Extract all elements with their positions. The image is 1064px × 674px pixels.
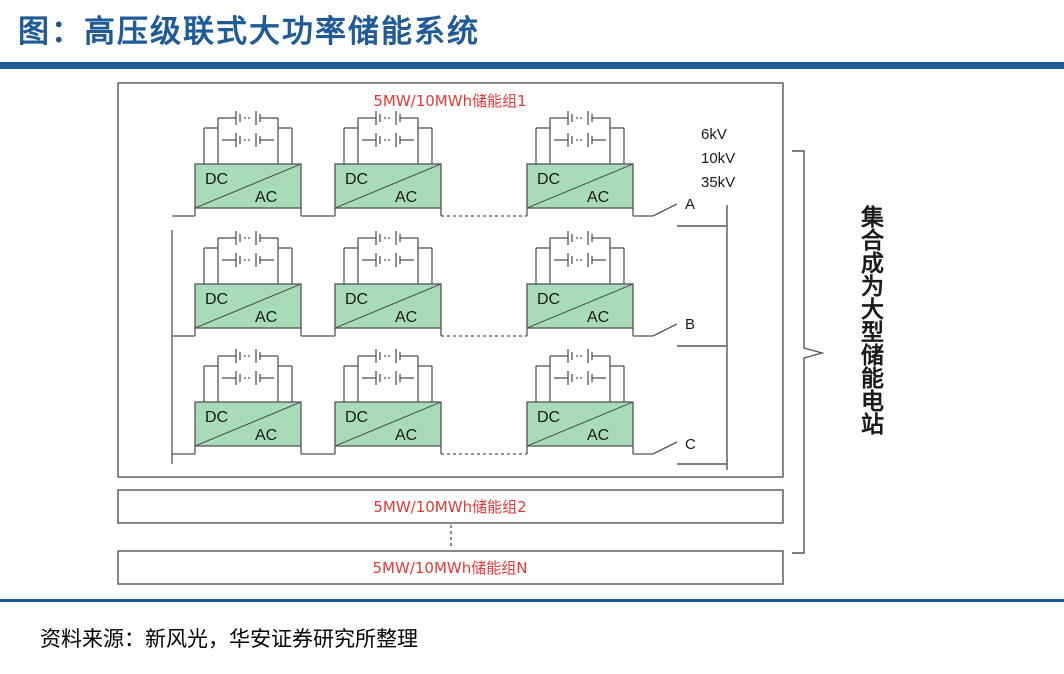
dc-ac-converter: DC AC [194,163,302,209]
dc-ac-converter: DC AC [526,163,634,209]
dc-label: DC [537,409,560,426]
ac-label: AC [255,189,277,206]
pcs-unit: DC AC [194,349,302,454]
ac-label: AC [255,427,277,444]
battery-string-icon [203,111,293,164]
dc-label: DC [537,291,560,308]
group-n-label: 5MW/10MWh储能组N [373,559,528,577]
dc-label: DC [345,171,368,188]
battery-string-icon [203,349,293,402]
bus-label-c: C [685,436,696,453]
voltage-label: 6kV [701,126,727,143]
voltage-label: 10kV [701,150,735,167]
dc-label: DC [345,409,368,426]
ac-label: AC [587,427,609,444]
pcs-unit: DC AC [334,111,442,216]
brace-bracket [792,150,825,554]
bus-label-a: A [685,196,695,213]
voltage-label-list: 6kV 10kV 35kV [701,126,735,191]
dc-ac-converter: DC AC [194,283,302,329]
dc-ac-converter: DC AC [526,283,634,329]
battery-string-icon [535,349,625,402]
pcs-row [172,203,678,217]
dc-ac-converter: DC AC [334,283,442,329]
battery-string-icon [203,231,293,284]
pcs-unit: DC AC [526,231,634,336]
dc-label: DC [345,291,368,308]
footer-divider [0,599,1064,602]
dc-ac-converter: DC AC [334,163,442,209]
storage-group-1-frame [117,82,784,478]
source-note: 资料来源：新风光，华安证券研究所整理 [40,627,418,651]
dc-ac-converter: DC AC [526,401,634,447]
storage-group-2-frame [117,489,784,524]
storage-group-n-frame [117,550,784,585]
dc-label: DC [205,171,228,188]
ac-label: AC [587,309,609,326]
header-divider [0,62,1064,69]
ac-label: AC [255,309,277,326]
dc-label: DC [205,409,228,426]
bus-label-b: B [685,316,695,333]
pcs-unit: DC AC [194,111,302,216]
battery-string-icon [343,349,433,402]
ac-label: AC [395,427,417,444]
voltage-label: 35kV [701,174,735,191]
ac-label: AC [587,189,609,206]
battery-string-icon [535,231,625,284]
pcs-unit-grid: DC AC DC AC DC AC DC AC DC AC DC AC DC AC DC AC DC AC [171,111,678,464]
dc-label: DC [537,171,560,188]
battery-string-icon [343,231,433,284]
pcs-unit: DC AC [334,349,442,454]
main-bus [677,205,728,470]
pcs-row [172,323,678,337]
pcs-unit: DC AC [334,231,442,336]
ac-label: AC [395,189,417,206]
battery-string-icon [535,111,625,164]
dc-ac-converter: DC AC [334,401,442,447]
ac-label: AC [395,309,417,326]
page-title: 图：高压级联式大功率储能系统 [18,14,480,50]
pcs-unit: DC AC [526,349,634,454]
dc-ac-converter: DC AC [194,401,302,447]
group-1-label: 5MW/10MWh储能组1 [373,92,526,110]
pcs-row [172,441,678,455]
pcs-unit: DC AC [194,231,302,336]
station-label: 集合成为大型储能电站 [857,204,886,436]
group-2-label: 5MW/10MWh储能组2 [373,498,526,516]
battery-string-icon [343,111,433,164]
pcs-unit: DC AC [526,111,634,216]
dc-label: DC [205,291,228,308]
